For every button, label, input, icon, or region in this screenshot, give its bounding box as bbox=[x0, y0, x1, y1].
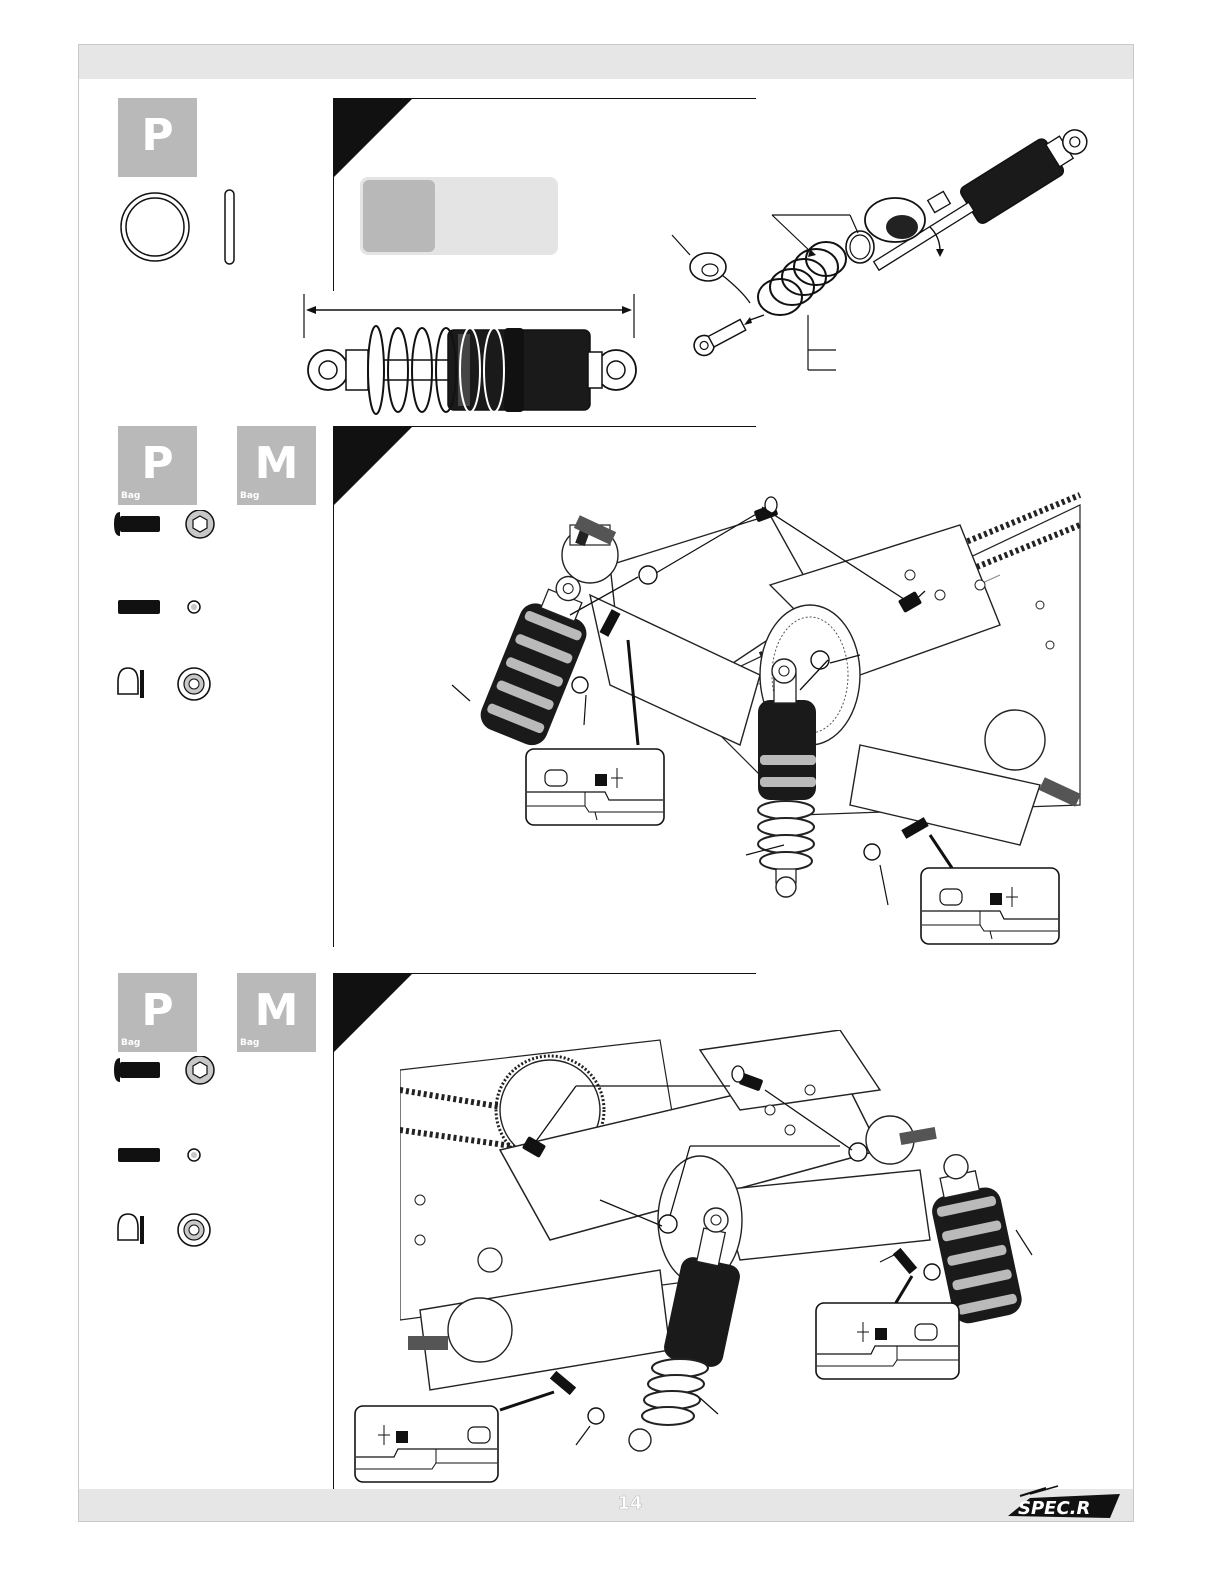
ball-washer-icon bbox=[178, 668, 210, 700]
washer-icon bbox=[186, 1056, 214, 1084]
bag-letter: P bbox=[118, 110, 197, 161]
rear-chassis-shock-diagram bbox=[400, 1030, 1050, 1460]
small-washer-icon bbox=[188, 601, 200, 613]
parts-list-step2 bbox=[108, 510, 218, 710]
bag-letter: M bbox=[237, 985, 316, 1036]
bag-p-icon: P bbox=[118, 98, 197, 177]
bag-letter: P bbox=[118, 985, 197, 1036]
button-screw-icon bbox=[114, 512, 160, 536]
page-number: 14 bbox=[600, 1493, 660, 1514]
bag-letter: P bbox=[118, 438, 197, 489]
bag-p-icon-step2: P Bag bbox=[118, 426, 197, 505]
pin-icon bbox=[222, 188, 238, 268]
ball-end-icon bbox=[118, 1214, 144, 1244]
exploded-shock-diagram bbox=[660, 115, 1100, 380]
spring-swatch bbox=[363, 180, 435, 252]
set-screw-icon bbox=[118, 600, 160, 614]
bag-p-icon-step3: P Bag bbox=[118, 973, 197, 1052]
assembled-shock-diagram bbox=[298, 290, 643, 420]
ball-washer-icon bbox=[178, 1214, 210, 1246]
height-detail-right-step2 bbox=[920, 867, 1060, 945]
bag-m-icon-step2: M Bag bbox=[237, 426, 316, 505]
bag-letter: M bbox=[237, 438, 316, 489]
o-ring-icon bbox=[115, 190, 200, 265]
parts-list-step3 bbox=[108, 1056, 218, 1256]
height-detail-left-step2 bbox=[525, 748, 665, 826]
washer-icon bbox=[186, 510, 214, 538]
height-detail-left-step3 bbox=[354, 1405, 499, 1483]
svg-text:SPEC.R: SPEC.R bbox=[1018, 1498, 1090, 1519]
bag-word: Bag bbox=[121, 491, 140, 501]
brand-logo: SPEC.R bbox=[1000, 1484, 1130, 1524]
step-corner-2 bbox=[334, 427, 412, 505]
bag-word: Bag bbox=[240, 491, 259, 501]
bag-word: Bag bbox=[240, 1038, 259, 1048]
set-screw-icon bbox=[118, 1148, 160, 1162]
spring-label-box bbox=[360, 177, 558, 255]
bag-word: Bag bbox=[121, 1038, 140, 1048]
height-detail-right-step3 bbox=[815, 1302, 960, 1380]
ball-end-icon bbox=[118, 668, 144, 698]
button-screw-icon bbox=[114, 1058, 160, 1082]
step-corner-1 bbox=[334, 99, 412, 177]
small-washer-icon bbox=[188, 1149, 200, 1161]
bag-m-icon-step3: M Bag bbox=[237, 973, 316, 1052]
